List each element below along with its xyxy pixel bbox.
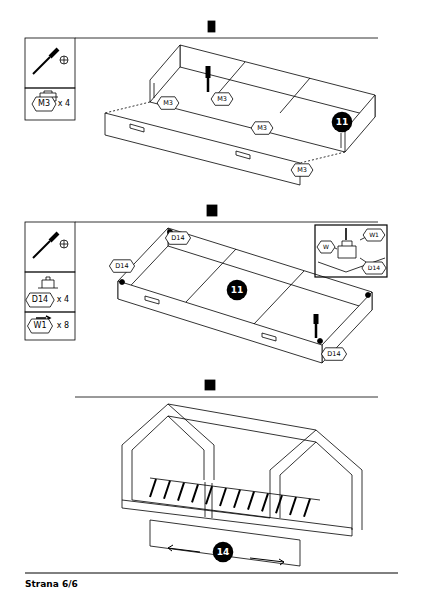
callout-hexagon — [362, 262, 386, 274]
callout-hexagon — [109, 260, 134, 273]
hardware-callout: W1 — [369, 232, 379, 238]
hardware-callout: M3 — [163, 100, 173, 107]
callout-hexagon — [317, 241, 335, 253]
hardware-callout: D14 — [32, 296, 48, 304]
callout-hexagon — [165, 232, 190, 245]
part-number: 11 — [231, 286, 244, 295]
quantity-label: x 4 — [57, 296, 69, 304]
part-circle — [213, 542, 234, 563]
page-number: Strana 6/6 — [25, 580, 78, 589]
callout-hexagon — [211, 93, 233, 106]
callout-hexagon — [32, 97, 56, 111]
hardware-callout: D14 — [171, 235, 184, 242]
callout-hexagon — [26, 293, 54, 307]
part-circle — [227, 280, 248, 301]
hardware-callout: M3 — [217, 96, 227, 103]
hardware-callout: D14 — [368, 265, 380, 271]
callout-hexagon — [291, 164, 313, 177]
hardware-callout: W1 — [34, 322, 47, 330]
hardware-callout: M3 — [297, 167, 307, 174]
part-circle — [332, 112, 353, 133]
callout-hexagon — [28, 319, 53, 333]
hardware-callout: M3 — [38, 100, 50, 108]
hardware-callout: M3 — [257, 125, 267, 132]
hardware-callout: D14 — [115, 263, 128, 270]
part-number: 14 — [217, 548, 230, 557]
quantity-label: x 4 — [58, 100, 70, 108]
hardware-callout: D14 — [327, 351, 340, 358]
callout-hexagon — [363, 229, 385, 241]
callout-hexagon — [251, 122, 273, 135]
part-number: 11 — [336, 118, 349, 127]
quantity-label: x 8 — [57, 322, 69, 330]
callout-hexagon — [321, 348, 346, 361]
callout-hexagon — [157, 97, 179, 110]
hardware-callout: W — [323, 244, 329, 250]
